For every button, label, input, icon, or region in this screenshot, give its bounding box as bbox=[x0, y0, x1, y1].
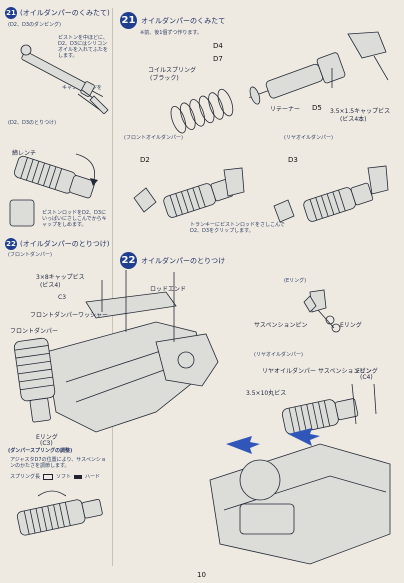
step-21-right-title: オイルダンパーのくみたて bbox=[141, 16, 226, 25]
label-c3: C3 bbox=[58, 294, 67, 301]
hard-label: ハード bbox=[85, 474, 101, 480]
label-screw1: 3×8キャップビス bbox=[36, 274, 85, 281]
step-22-right-title: オイルダンパーのとりつけ bbox=[141, 256, 226, 265]
label-front-damper: フロントダンパー bbox=[10, 328, 59, 335]
step-22-right-badge: 22 bbox=[120, 252, 137, 269]
label-rear-damper: リヤオイルダンパー bbox=[262, 368, 317, 375]
label-washer: フロントダンパーワッシャー bbox=[30, 312, 109, 319]
e-ring-pin-label: サスペンションピン bbox=[254, 322, 308, 329]
label-cap-screw: 3.5×1.5キャップビス bbox=[330, 108, 391, 115]
label-d3: D3 bbox=[288, 156, 298, 164]
step-22-left-title: (オイルダンパーのとりつけ) bbox=[20, 240, 110, 248]
label-d5: D5 bbox=[312, 104, 322, 112]
step-21-left-note: ピストンを中ほどに、D2、D3にはシリコンオイルを入れてふたをします。 bbox=[58, 35, 108, 59]
label-d2: D2 bbox=[140, 156, 150, 164]
rear-damper2-header: (リヤオイルダンパー) bbox=[254, 352, 303, 358]
label-retainer: リテーナー bbox=[270, 106, 301, 113]
spring-adjust-header: (ダンパースプリングの調整) bbox=[8, 448, 73, 454]
label-coil-sub: (ブラック) bbox=[150, 75, 179, 82]
soft-label: ソフト bbox=[56, 474, 72, 480]
label-d4: D4 bbox=[213, 42, 223, 50]
front-damper-header: (フロントオイルダンパー) bbox=[124, 135, 183, 141]
step-21-right-badge: 21 bbox=[120, 12, 137, 29]
step-21b-note: ピストンロッドをD2、D3にいっぱいにさしこんでからキャップをしめます。 bbox=[42, 210, 107, 228]
step-22-badge: 22 bbox=[5, 238, 17, 250]
label-d7: D7 bbox=[213, 55, 223, 63]
step-21-left-title: (オイルダンパーのくみたて) bbox=[20, 9, 110, 17]
soft-swatch bbox=[43, 474, 54, 480]
rear-damper-header: (リヤオイルダンパー) bbox=[284, 135, 333, 141]
damper-cap-illustration bbox=[9, 153, 98, 227]
label-screw1-sub: (ビス4) bbox=[40, 282, 61, 289]
step-21-left-sub: (D2、D3のダンピング) bbox=[8, 22, 61, 28]
blue-arrow-2 bbox=[288, 428, 320, 446]
spring-adjust-note: アジャスタD7の位置により、サスペンションのかたさを調節します。 bbox=[10, 457, 106, 469]
step-22-left-header: 22 (オイルダンパーのとりつけ) bbox=[5, 238, 110, 250]
spring-legend: スプリング長 ソフト ハード bbox=[10, 474, 100, 480]
label-e-ring-rear: Eリング bbox=[356, 368, 378, 375]
e-ring-detail-header: (Eリング) bbox=[284, 278, 307, 284]
label-cap-sub: (ビス4本) bbox=[340, 116, 367, 123]
label-rod-end: ロッドエンド bbox=[150, 286, 187, 293]
page-number: 10 bbox=[197, 571, 206, 579]
column-divider bbox=[112, 8, 113, 566]
damper-install-illustrations bbox=[133, 165, 389, 223]
spring-adjust-illustration bbox=[16, 490, 103, 536]
e-ring-label: Eリング bbox=[340, 322, 362, 329]
label-pin: サスペンションピン bbox=[318, 368, 372, 375]
hard-swatch bbox=[74, 475, 83, 479]
step-21-left-header: 21 (オイルダンパーのくみたて) bbox=[5, 7, 110, 19]
step-22-left-sub: (フロントダンパー) bbox=[8, 252, 52, 258]
label-e-ring-rear-sub: (C4) bbox=[360, 374, 373, 381]
damper-fill-illustration bbox=[20, 44, 109, 114]
label-round-screw: 3.5×10丸ビス bbox=[246, 390, 287, 397]
install-note: トランキーにピストンロッドをさしこんでD2、D3をクリップします。 bbox=[190, 222, 285, 234]
rear-damper-assembly-illustration bbox=[209, 384, 391, 565]
step-21-badge: 21 bbox=[5, 7, 17, 19]
damper-exploded-illustration bbox=[170, 31, 389, 134]
label-coil-spring: コイルスプリング bbox=[148, 67, 197, 74]
step-21-right-note: ※前、後1個ずつ作ります。 bbox=[140, 30, 202, 36]
label-e-ring-sub: (C3) bbox=[40, 440, 53, 447]
step-22-right-header: 22 オイルダンパーのとりつけ bbox=[120, 252, 225, 269]
spring-length-label: スプリング長 bbox=[10, 474, 41, 480]
label-e-ring: Eリング bbox=[36, 434, 58, 441]
step-21-right-header: 21 オイルダンパーのくみたて bbox=[120, 12, 225, 29]
front-damper-assembly-illustration bbox=[13, 270, 219, 433]
wrench-label: 締レンチ bbox=[12, 150, 37, 157]
blue-arrow-1 bbox=[226, 436, 260, 454]
e-ring-detail-illustration bbox=[303, 289, 341, 333]
step-21b-sub: (D2、D3のとりつけ) bbox=[8, 120, 57, 126]
